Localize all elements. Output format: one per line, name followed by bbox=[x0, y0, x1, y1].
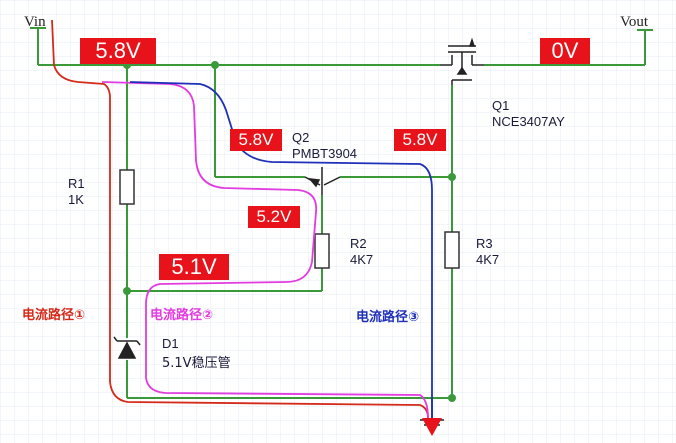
voltage-vout-node: 0V bbox=[540, 38, 590, 64]
voltage-zener-node: 5.1V bbox=[159, 254, 229, 280]
q1-ref-label: Q1 bbox=[492, 98, 510, 113]
junction-dots bbox=[123, 61, 456, 402]
r2-value-label: 4K7 bbox=[350, 252, 374, 267]
voltage-q2-emitter: 5.8V bbox=[230, 129, 282, 151]
current-path-1-line bbox=[51, 19, 429, 419]
circuit-wires bbox=[30, 27, 653, 420]
voltage-vin-node: 5.8V bbox=[80, 38, 156, 64]
d1-ref-label: D1 bbox=[162, 336, 179, 351]
transistor-q2 bbox=[304, 167, 341, 195]
zener-diode-d1 bbox=[113, 336, 141, 359]
d1-value-label: 5.1V稳压管 bbox=[162, 356, 231, 371]
resistor-r1 bbox=[119, 169, 135, 205]
vout-terminal-label: Vout bbox=[620, 14, 649, 30]
ground-arrow-icon bbox=[422, 418, 442, 436]
r2-ref-label: R2 bbox=[350, 236, 367, 251]
voltage-q2-base: 5.2V bbox=[248, 206, 300, 228]
current-path-3-line bbox=[129, 81, 433, 430]
r1-ref-label: R1 bbox=[68, 176, 85, 191]
q1-part-label: NCE3407AY bbox=[492, 114, 565, 129]
r3-value-label: 4K7 bbox=[476, 252, 500, 267]
q2-part-label: PMBT3904 bbox=[292, 146, 358, 161]
mosfet-q1 bbox=[440, 37, 484, 85]
vin-terminal-label: Vin bbox=[24, 14, 46, 30]
current-path-2-label: 电流路径② bbox=[150, 308, 214, 323]
voltage-q1-gate: 5.8V bbox=[394, 129, 446, 151]
current-path-3-label: 电流路径③ bbox=[356, 310, 420, 325]
resistor-r2 bbox=[314, 233, 330, 269]
r1-value-label: 1K bbox=[68, 192, 84, 207]
current-path-1-label: 电流路径① bbox=[22, 308, 86, 323]
resistor-r3 bbox=[444, 231, 460, 269]
current-path-2-line bbox=[101, 81, 429, 419]
r3-ref-label: R3 bbox=[476, 236, 493, 251]
q2-ref-label: Q2 bbox=[292, 130, 310, 145]
